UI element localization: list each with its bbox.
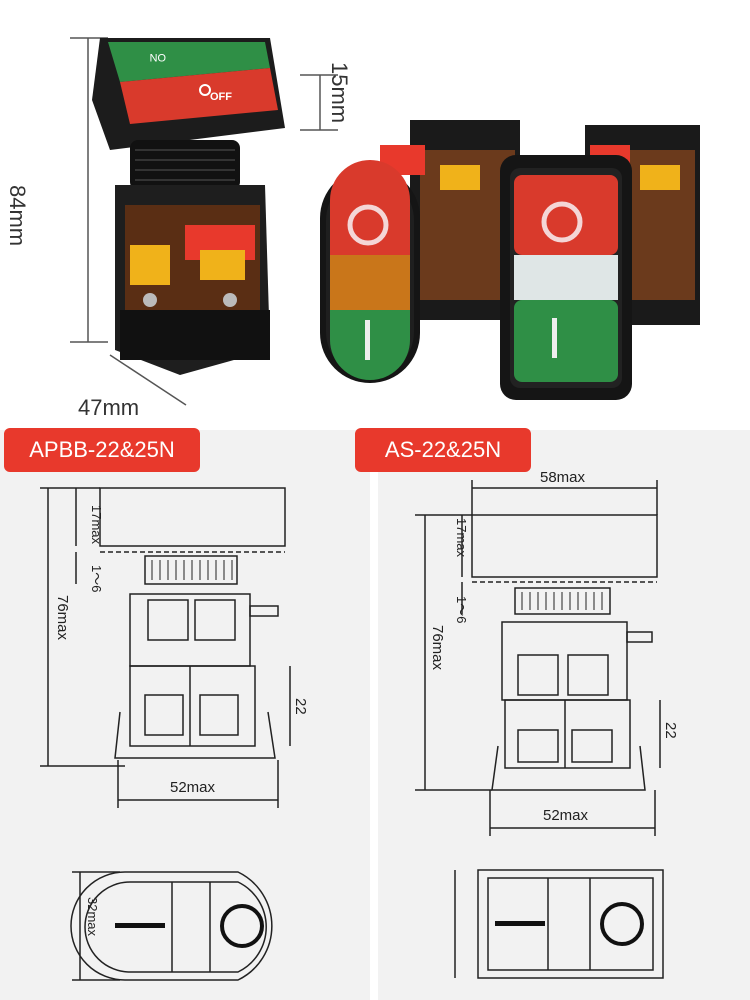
left-dim-pitch: 22 xyxy=(292,698,309,715)
off-symbol-icon xyxy=(347,204,389,246)
left-panel-bg xyxy=(0,430,370,1000)
off-symbol-icon xyxy=(600,902,644,946)
off-label: OFF xyxy=(210,91,232,103)
dimension-lines xyxy=(70,37,338,406)
square-switch: ON OFF xyxy=(92,38,285,375)
right-drawing xyxy=(415,480,664,979)
oval-switch xyxy=(320,120,520,383)
product-photo: ON OFF xyxy=(70,37,700,406)
off-symbol-icon xyxy=(199,84,211,96)
right-dim-top: 58max xyxy=(540,469,586,486)
on-symbol-icon xyxy=(552,318,557,358)
technical-drawings: 17max 1～6 76max 22 52max 32max 58max 17m… xyxy=(0,430,750,1000)
right-dim-cap: 17max xyxy=(454,518,469,558)
right-dim-width: 52max xyxy=(543,807,589,824)
on-symbol-icon xyxy=(495,921,545,926)
model-tag-apbb: APBB-22&25N xyxy=(4,428,200,472)
on-symbol-icon xyxy=(365,320,370,360)
height-dimension-label: 84mm xyxy=(5,185,30,247)
left-dim-gap: 1～6 xyxy=(89,565,104,592)
right-panel-bg xyxy=(378,430,750,1000)
left-dim-total: 76max xyxy=(54,595,71,641)
left-dim-face: 32max xyxy=(85,897,100,937)
right-dim-pitch: 22 xyxy=(662,722,679,739)
left-dim-cap: 17max xyxy=(89,505,104,545)
on-symbol-icon xyxy=(115,923,165,928)
on-label: ON xyxy=(149,51,166,63)
off-symbol-icon xyxy=(220,904,264,948)
cap-dimension-label: 15mm xyxy=(327,62,352,124)
right-dim-gap: 1～6 xyxy=(454,596,469,623)
rect-switch xyxy=(500,125,700,400)
model-tag-as: AS-22&25N xyxy=(355,428,531,472)
left-dim-width: 52max xyxy=(170,779,216,796)
left-drawing xyxy=(40,487,291,981)
right-dim-total: 76max xyxy=(429,625,446,671)
off-symbol-icon xyxy=(541,201,583,243)
width-dimension-label: 47mm xyxy=(78,395,140,420)
